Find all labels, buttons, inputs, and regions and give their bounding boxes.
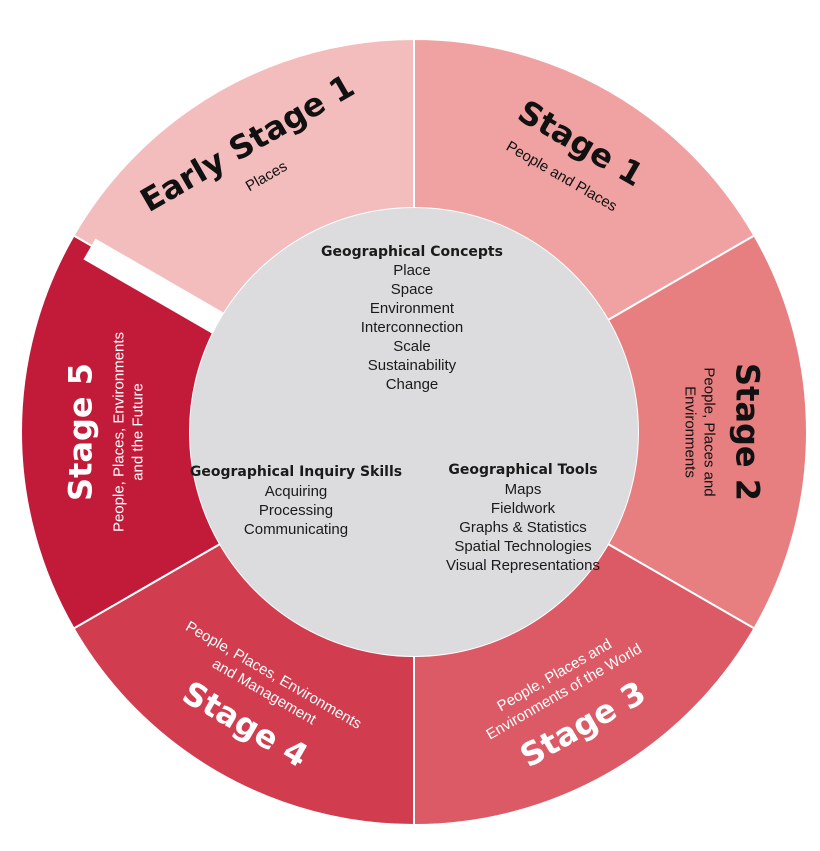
stage-subtitle: and the Future <box>130 383 147 481</box>
concept-item: Interconnection <box>361 319 464 336</box>
tool-item: Visual Representations <box>446 557 600 574</box>
concept-item: Space <box>391 281 434 298</box>
stage-subtitle: Environments <box>682 386 699 478</box>
center-circle <box>190 208 638 656</box>
stage-title: Stage 5 <box>62 363 100 501</box>
center-concepts: Geographical Concepts Place Space Enviro… <box>321 244 503 393</box>
center-tools: Geographical Tools Maps Fieldwork Graphs… <box>446 462 600 574</box>
tool-item: Spatial Technologies <box>454 538 591 555</box>
tool-item: Fieldwork <box>491 500 556 517</box>
inquiry-item: Acquiring <box>265 483 328 500</box>
inquiry-item: Processing <box>259 502 333 519</box>
concept-item: Place <box>393 262 431 279</box>
inquiry-heading: Geographical Inquiry Skills <box>190 464 402 480</box>
tools-heading: Geographical Tools <box>448 462 597 478</box>
concepts-heading: Geographical Concepts <box>321 244 503 260</box>
concept-item: Sustainability <box>368 357 457 374</box>
center-inquiry-skills: Geographical Inquiry Skills Acquiring Pr… <box>190 464 402 538</box>
stage-subtitle: People, Places and <box>701 367 718 496</box>
stage-title: Stage 2 <box>729 363 767 501</box>
stage-subtitle: People, Places, Environments <box>111 332 128 532</box>
concept-item: Scale <box>393 338 431 355</box>
concept-item: Change <box>386 376 439 393</box>
inquiry-item: Communicating <box>244 521 348 538</box>
tool-item: Graphs & Statistics <box>459 519 587 536</box>
concept-item: Environment <box>370 300 455 317</box>
tool-item: Maps <box>505 481 542 498</box>
